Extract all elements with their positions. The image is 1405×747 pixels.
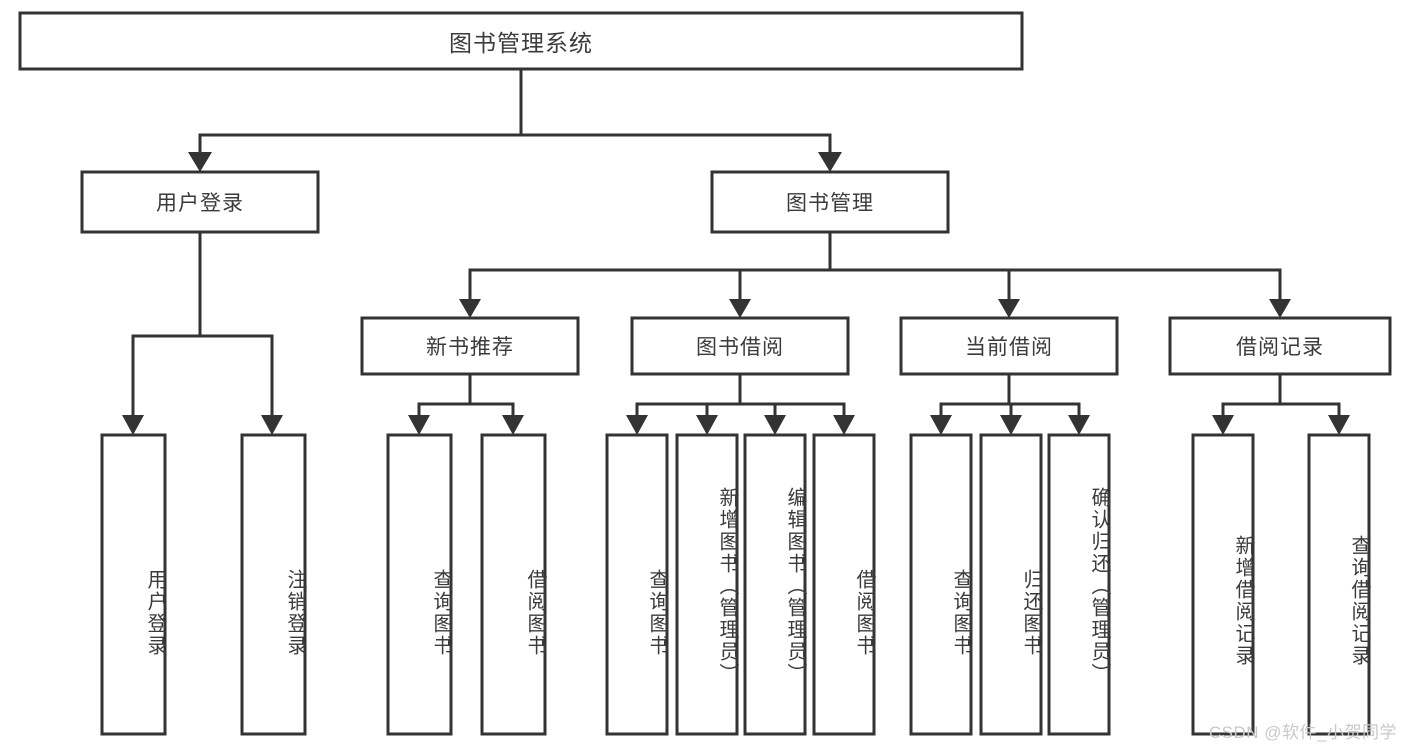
arrow-to-new-book-recommend bbox=[459, 299, 481, 318]
arrow-leaf-query-book-brw bbox=[626, 415, 648, 435]
node-box-book-borrow[interactable] bbox=[630, 316, 850, 376]
leaf-box-edit-book[interactable] bbox=[743, 433, 807, 736]
arrow-leaf-add-record bbox=[1212, 415, 1234, 435]
arrow-leaf-user-login bbox=[122, 415, 144, 435]
arrow-to-borrow-record bbox=[1269, 299, 1291, 318]
leaf-box-user-login[interactable] bbox=[100, 433, 167, 736]
arrow-leaf-borrow-book-rec bbox=[502, 415, 524, 435]
leaf-box-query-record[interactable] bbox=[1307, 433, 1371, 736]
arrow-leaf-query-book-rec bbox=[408, 415, 430, 435]
node-box-root[interactable] bbox=[18, 11, 1024, 71]
leaf-box-confirm-return[interactable] bbox=[1047, 433, 1111, 736]
arrow-to-book-management bbox=[818, 152, 842, 172]
arrow-to-user-login bbox=[188, 152, 212, 172]
arrow-leaf-confirm-return bbox=[1068, 415, 1090, 435]
node-box-borrow-record[interactable] bbox=[1168, 316, 1392, 376]
leaf-box-query-book-brw[interactable] bbox=[605, 433, 669, 736]
leaf-box-query-book-rec[interactable] bbox=[386, 433, 453, 736]
leaf-box-add-book[interactable] bbox=[675, 433, 739, 736]
leaf-box-borrow-book-brw[interactable] bbox=[812, 433, 876, 736]
leaf-box-query-book-cur[interactable] bbox=[909, 433, 973, 736]
leaf-box-user-logout[interactable] bbox=[240, 433, 307, 736]
arrow-leaf-borrow-book-brw bbox=[833, 415, 855, 435]
connectors bbox=[122, 67, 1350, 435]
arrow-leaf-query-book-cur bbox=[930, 415, 952, 435]
arrow-leaf-edit-book bbox=[764, 415, 786, 435]
leaf-box-borrow-book-rec[interactable] bbox=[480, 433, 547, 736]
arrow-leaf-query-record bbox=[1328, 415, 1350, 435]
node-box-book-management[interactable] bbox=[710, 170, 950, 234]
node-box-new-book-recommend[interactable] bbox=[360, 316, 580, 376]
leaf-box-return-book[interactable] bbox=[979, 433, 1043, 736]
leaf-box-add-record[interactable] bbox=[1191, 433, 1255, 736]
arrow-leaf-user-logout bbox=[261, 415, 283, 435]
arrow-leaf-return-book bbox=[1000, 415, 1022, 435]
node-box-user-login[interactable] bbox=[80, 170, 320, 234]
arrow-to-current-borrow bbox=[998, 299, 1020, 318]
node-box-current-borrow[interactable] bbox=[899, 316, 1119, 376]
arrow-leaf-add-book bbox=[696, 415, 718, 435]
arrow-to-book-borrow bbox=[729, 299, 751, 318]
